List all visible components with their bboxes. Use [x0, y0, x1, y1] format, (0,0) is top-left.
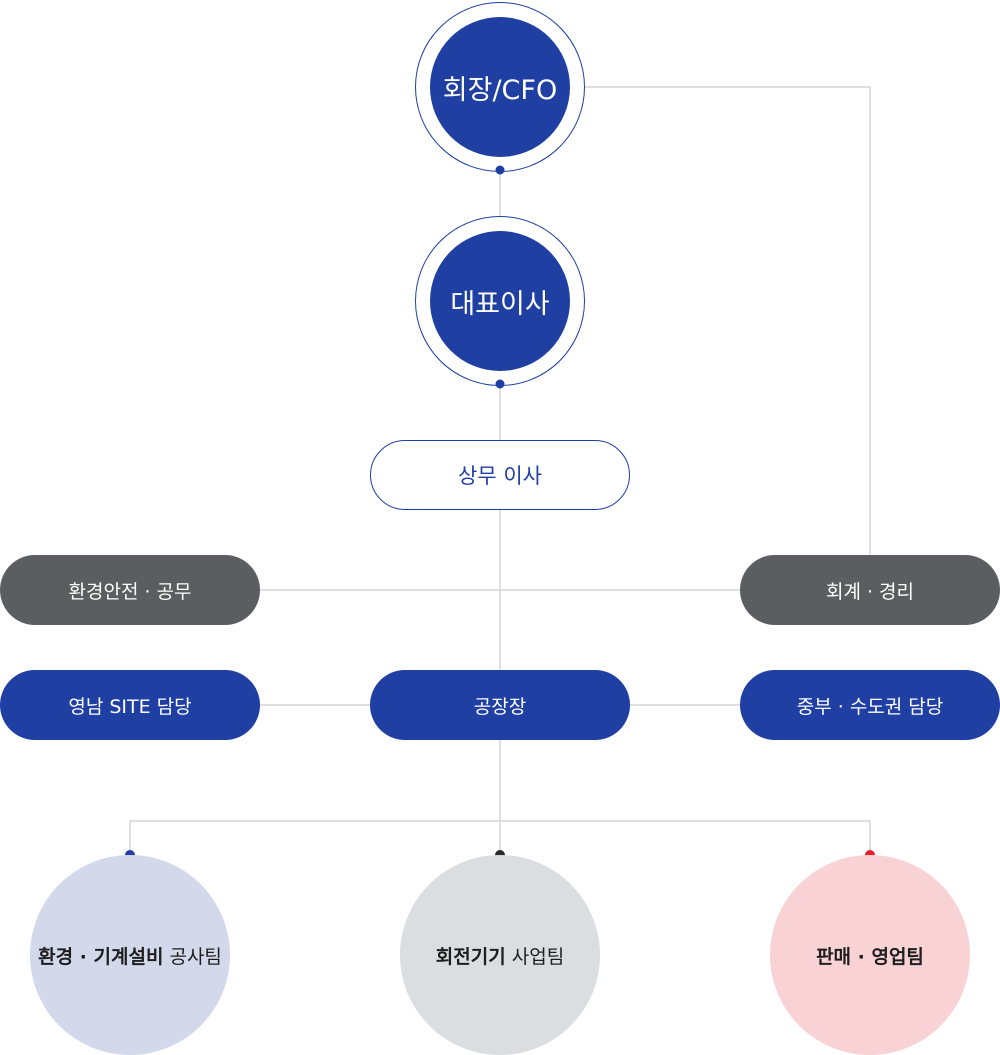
chairman-label: 회장/CFO — [442, 74, 558, 106]
chairman-ring — [415, 2, 585, 172]
env-safety-label: 환경안전 · 공무 — [68, 580, 192, 603]
plant-manager-label: 공장장 — [473, 695, 527, 718]
ceo-node: 대표이사 — [430, 231, 570, 371]
yeongnam-site-label: 영남 SITE 담당 — [68, 695, 192, 718]
line-chairman-accounting — [585, 86, 871, 556]
accounting-node: 회계 · 경리 — [740, 555, 1000, 625]
team2-label-bold: 회전기기 — [435, 945, 506, 968]
team-sales: 판매 · 영업팀 — [770, 855, 970, 1055]
team-rotating-equipment: 회전기기 사업팀 — [400, 855, 600, 1055]
yeongnam-site-node: 영남 SITE 담당 — [0, 670, 260, 740]
team1-label-bold: 환경 · 기계설비 — [38, 945, 164, 968]
env-safety-node: 환경안전 · 공무 — [0, 555, 260, 625]
managing-director-label: 상무 이사 — [458, 464, 542, 488]
line-team-branch — [129, 820, 871, 855]
team2-label: 회전기기 사업팀 — [436, 942, 564, 969]
team1-label: 환경 · 기계설비 공사팀 — [38, 942, 222, 969]
ceo-label: 대표이사 — [450, 288, 550, 320]
central-capital-node: 중부 · 수도권 담당 — [740, 670, 1000, 740]
team3-label: 판매 · 영업팀 — [816, 945, 924, 968]
central-capital-label: 중부 · 수도권 담당 — [796, 695, 944, 718]
team-environment-machinery: 환경 · 기계설비 공사팀 — [30, 855, 230, 1055]
managing-director-node: 상무 이사 — [370, 440, 630, 510]
accounting-label: 회계 · 경리 — [825, 580, 915, 603]
chairman-node: 회장/CFO — [430, 17, 570, 157]
plant-manager-node: 공장장 — [370, 670, 630, 740]
team1-label-regular: 공사팀 — [163, 945, 222, 968]
team2-label-regular: 사업팀 — [505, 945, 565, 968]
ceo-ring — [415, 216, 585, 386]
